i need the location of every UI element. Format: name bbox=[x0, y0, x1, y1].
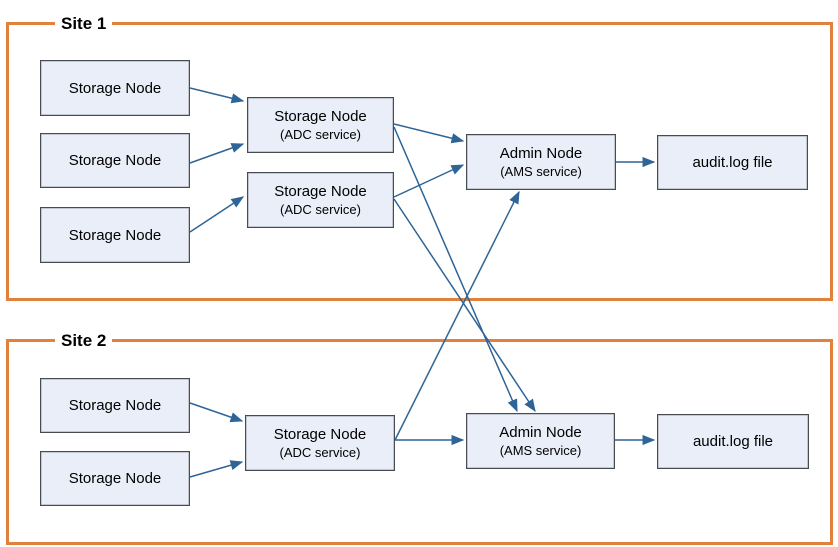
node-s1-audit: audit.log file bbox=[657, 135, 808, 190]
site-frame-site1: Site 1 bbox=[6, 12, 833, 301]
node-s2-storage-1: Storage Node bbox=[40, 378, 190, 433]
node-s2-audit: audit.log file bbox=[657, 414, 809, 469]
arrow-s1-adc-2-to-s2-admin bbox=[393, 198, 536, 413]
arrow-s2-storage-2-to-s2-adc-1 bbox=[189, 460, 244, 478]
node-s2-adc-1: Storage Node (ADC service) bbox=[245, 415, 395, 471]
node-title: Admin Node bbox=[499, 424, 582, 441]
site-frame-site2: Site 2 bbox=[6, 329, 833, 545]
arrow-s1-storage-3-to-s1-adc-2 bbox=[189, 196, 245, 233]
arrow-s2-storage-1-to-s2-adc-1 bbox=[189, 402, 244, 423]
node-subtitle: (AMS service) bbox=[500, 164, 582, 179]
node-s1-storage-2: Storage Node bbox=[40, 133, 190, 188]
node-title: Storage Node bbox=[68, 79, 162, 97]
node-s1-admin: Admin Node (AMS service) bbox=[466, 134, 616, 190]
arrow-s1-adc-2-to-s1-admin bbox=[393, 164, 465, 198]
site-label-site1: Site 1 bbox=[55, 12, 113, 36]
node-title: Storage Node bbox=[68, 226, 162, 244]
node-s1-adc-2: Storage Node (ADC service) bbox=[247, 172, 394, 228]
node-subtitle: (AMS service) bbox=[499, 443, 582, 458]
node-title: Storage Node bbox=[274, 183, 367, 200]
node-title: Storage Node bbox=[68, 470, 162, 487]
node-s2-admin: Admin Node (AMS service) bbox=[466, 413, 615, 469]
node-subtitle: (ADC service) bbox=[280, 202, 361, 217]
node-title: Storage Node bbox=[68, 152, 162, 169]
node-subtitle: (ADC service) bbox=[279, 445, 361, 460]
node-title: audit.log file bbox=[692, 154, 773, 171]
node-s1-storage-3: Storage Node bbox=[40, 207, 190, 263]
node-title: Storage Node bbox=[68, 397, 162, 414]
node-title: Storage Node bbox=[274, 108, 367, 125]
arrow-s1-adc-1-to-s2-admin bbox=[393, 126, 518, 413]
node-title: audit.log file bbox=[692, 433, 774, 450]
node-title: Storage Node bbox=[273, 426, 367, 443]
node-s1-storage-1: Storage Node bbox=[40, 60, 190, 116]
site-label-site2: Site 2 bbox=[55, 329, 113, 353]
arrow-s1-storage-1-to-s1-adc-1 bbox=[189, 87, 245, 104]
node-s2-storage-2: Storage Node bbox=[40, 451, 190, 506]
arrow-s1-adc-1-to-s1-admin bbox=[393, 123, 465, 144]
node-subtitle: (ADC service) bbox=[280, 127, 361, 142]
arrow-s2-adc-1-to-s1-admin bbox=[394, 190, 520, 441]
node-title: Admin Node bbox=[499, 145, 583, 162]
arrow-s1-storage-2-to-s1-adc-1 bbox=[189, 143, 245, 164]
node-s1-adc-1: Storage Node (ADC service) bbox=[247, 97, 394, 153]
